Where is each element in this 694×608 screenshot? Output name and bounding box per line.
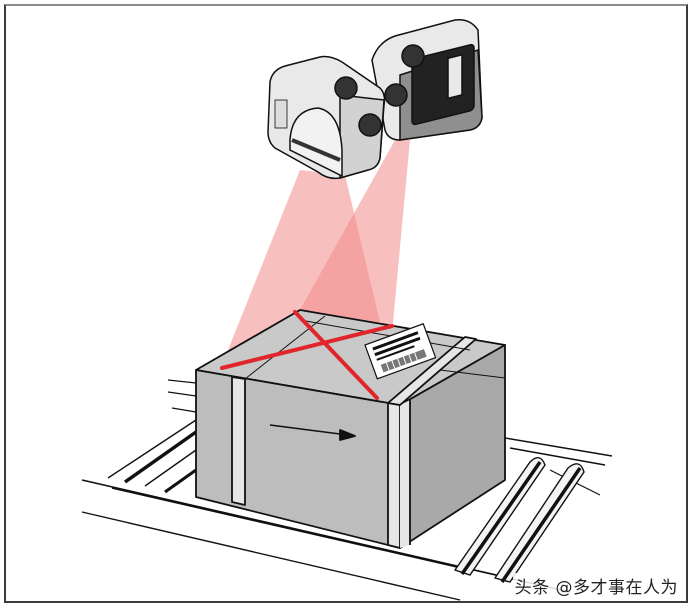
cardboard-box — [195, 309, 506, 549]
barcode-label — [364, 323, 437, 380]
image-border — [4, 4, 688, 603]
watermark-text: 头条 @多才事在人为 — [512, 573, 680, 598]
scanner-camera-right — [371, 18, 483, 141]
laser-scan-lines — [220, 310, 394, 400]
scanner-camera-left — [267, 55, 386, 180]
roller-conveyor — [81, 379, 613, 601]
